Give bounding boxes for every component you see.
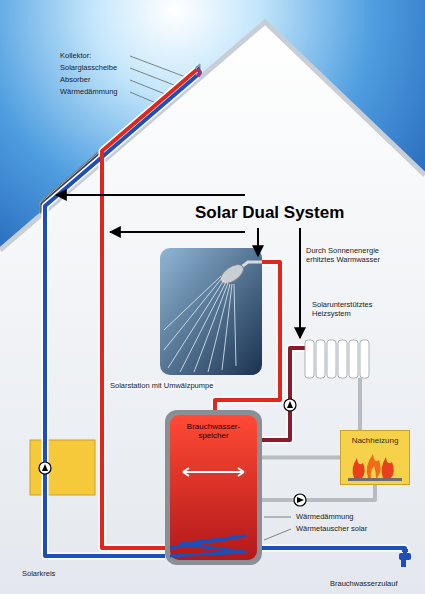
solar-station-box xyxy=(30,440,95,495)
flames xyxy=(353,454,394,478)
label-text: Solarglasscheibe xyxy=(60,63,117,72)
radiator xyxy=(305,340,369,378)
tank-insulation xyxy=(165,410,262,565)
heater-box: Nachheizung xyxy=(340,430,410,485)
label-text: Durch Sonnenenergie erhitztes Warmwasser xyxy=(306,246,388,264)
label-text: Solarkreis xyxy=(22,569,55,578)
label-text: Wärmedämmung xyxy=(296,512,354,521)
shower-picture xyxy=(160,248,262,375)
label-text: Wärmetauscher solar xyxy=(296,524,367,533)
label-text: Kollektor: xyxy=(60,51,91,60)
label-text: Solarunterstütztes Heizsystem xyxy=(312,300,382,318)
node-text: Nachheizung xyxy=(340,436,410,445)
burner-bar xyxy=(348,478,402,481)
heat-exchanger-coil xyxy=(170,536,245,556)
tank-water xyxy=(170,415,257,560)
pipe-connector xyxy=(262,456,340,460)
water-tap xyxy=(399,549,411,567)
cold-water-pipe xyxy=(262,548,405,556)
label-text: Solarstation mit Umwälzpumpe xyxy=(108,381,215,390)
node-text: Brauchwasser- speicher xyxy=(181,422,247,440)
roof-edge xyxy=(0,22,425,250)
heater-pipe xyxy=(262,485,375,500)
double-arrow xyxy=(183,468,244,476)
return-pipe xyxy=(358,378,362,430)
label-text: Wärmedämmung xyxy=(60,87,118,96)
label-text: Brauchwasserzulauf xyxy=(330,579,398,588)
diagram-title: Solar Dual System xyxy=(195,203,344,223)
heater-panel xyxy=(341,431,410,485)
storage-tank: Brauchwasser- speicher xyxy=(165,410,262,565)
label-text: Absorber xyxy=(60,75,90,84)
house-wall xyxy=(0,22,425,594)
heating-pipe xyxy=(262,348,305,440)
